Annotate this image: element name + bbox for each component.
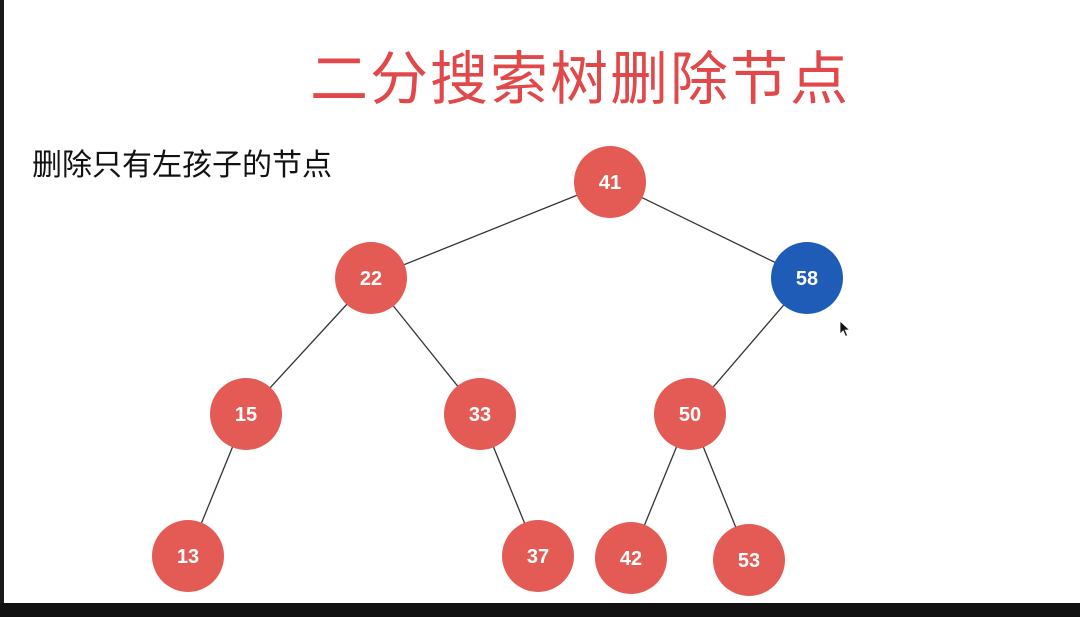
tree-node-33: 33: [444, 378, 516, 450]
binary-search-tree-diagram: 41 22 58 15 33 50 13 37 42 53: [152, 146, 843, 596]
mouse-pointer-icon: [839, 320, 851, 337]
tree-node-label: 33: [469, 404, 491, 426]
tree-nodes: 41 22 58 15 33 50 13 37 42 53: [152, 146, 843, 596]
tree-node-circle: [654, 378, 726, 450]
tree-node-circle: [595, 522, 667, 594]
tree-node-circle: [152, 520, 224, 592]
tree-node-circle: [210, 378, 282, 450]
tree-node-label: 53: [738, 550, 760, 572]
tree-node-42: 42: [595, 522, 667, 594]
tree-node-label: 15: [235, 404, 257, 426]
tree-node-58: 58: [771, 242, 843, 314]
tree-node-15: 15: [210, 378, 282, 450]
tree-node-circle: [335, 242, 407, 314]
tree-node-label: 37: [527, 546, 549, 568]
tree-node-37: 37: [502, 520, 574, 592]
tree-node-circle: [502, 520, 574, 592]
bottom-bar: [0, 603, 1080, 617]
tree-node-22: 22: [335, 242, 407, 314]
slide: 二分搜索树删除节点 删除只有左孩子的节点 41 22 58 15 33 50 13 37 42 5…: [0, 0, 1080, 603]
tree-node-13: 13: [152, 520, 224, 592]
tree-edge-41-58: [609, 181, 808, 279]
tree-node-label: 42: [620, 548, 642, 570]
tree-node-50: 50: [654, 378, 726, 450]
tree-edges: [187, 181, 808, 561]
tree-node-label: 22: [360, 268, 382, 290]
tree-node-41: 41: [574, 146, 646, 218]
tree-node-circle: [771, 242, 843, 314]
tree-node-circle: [574, 146, 646, 218]
tree-node-label: 41: [599, 172, 621, 194]
tree-node-label: 13: [177, 546, 199, 568]
tree-edge-41-22: [370, 181, 611, 279]
slide-title: 二分搜索树删除节点: [309, 45, 850, 113]
tree-node-circle: [713, 524, 785, 596]
tree-node-53: 53: [713, 524, 785, 596]
tree-node-circle: [444, 378, 516, 450]
slide-subtitle: 删除只有左孩子的节点: [32, 148, 332, 183]
window-edge: [0, 0, 4, 603]
tree-node-label: 50: [679, 404, 701, 426]
tree-node-label: 58: [796, 268, 818, 290]
